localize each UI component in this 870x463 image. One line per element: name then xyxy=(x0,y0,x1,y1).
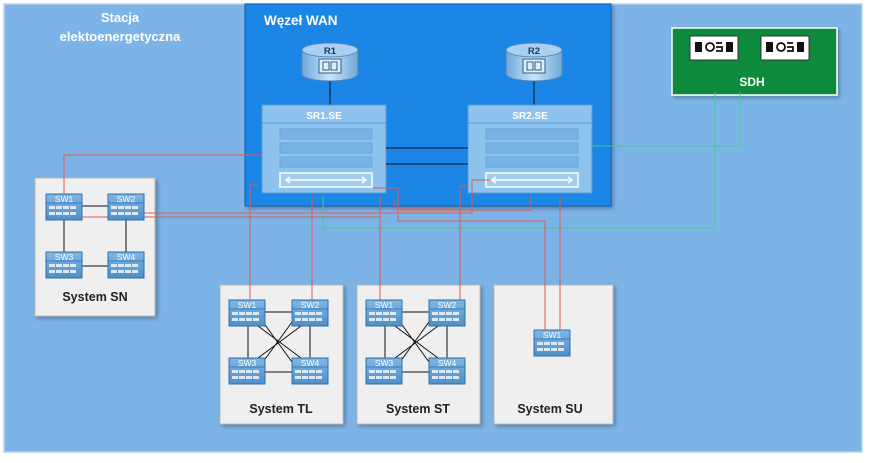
st-switch-sw4: SW4 xyxy=(428,357,466,385)
sn-switch-sw2: SW2 xyxy=(107,193,145,221)
svg-text:R2: R2 xyxy=(528,46,540,57)
svg-text:SW3: SW3 xyxy=(238,358,257,368)
wan-title: Węzeł WAN xyxy=(264,13,338,28)
tl-switch-sw2: SW2 xyxy=(291,299,329,327)
svg-text:SW1: SW1 xyxy=(543,330,562,340)
system-su-title: System SU xyxy=(517,402,582,416)
svg-text:SW1: SW1 xyxy=(55,194,74,204)
server-sr1: SR1.SE xyxy=(261,104,387,194)
st-switch-sw1: SW1 xyxy=(365,299,403,327)
svg-text:SW4: SW4 xyxy=(301,358,320,368)
router-r2: R2 xyxy=(505,42,563,82)
st-switch-sw3: SW3 xyxy=(365,357,403,385)
system-sn-title: System SN xyxy=(62,290,127,304)
tl-switch-sw4: SW4 xyxy=(291,357,329,385)
svg-text:SW4: SW4 xyxy=(438,358,457,368)
sdh-title: SDH xyxy=(739,75,764,89)
svg-text:R1: R1 xyxy=(324,46,337,57)
station-title-line1: Stacja xyxy=(101,10,140,25)
su-switch-sw1: SW1 xyxy=(533,329,571,357)
router-r1: R1 xyxy=(301,42,359,82)
svg-text:SW2: SW2 xyxy=(438,300,457,310)
sn-switch-sw4: SW4 xyxy=(107,251,145,279)
system-st-title: System ST xyxy=(386,402,450,416)
sn-switch-sw1: SW1 xyxy=(45,193,83,221)
server-sr2: SR2.SE xyxy=(467,104,593,194)
svg-text:SW1: SW1 xyxy=(238,300,257,310)
svg-text:SW2: SW2 xyxy=(117,194,136,204)
tl-switch-sw1: SW1 xyxy=(228,299,266,327)
st-switch-sw2: SW2 xyxy=(428,299,466,327)
svg-text:SW3: SW3 xyxy=(55,252,74,262)
svg-text:SW2: SW2 xyxy=(301,300,320,310)
sn-switch-sw3: SW3 xyxy=(45,251,83,279)
svg-text:SR1.SE: SR1.SE xyxy=(306,111,342,122)
station-title-line2: elektoenergetyczna xyxy=(60,29,181,44)
red-links xyxy=(63,154,561,330)
svg-text:SW3: SW3 xyxy=(375,358,394,368)
svg-text:SW4: SW4 xyxy=(117,252,136,262)
sdh-unit-2 xyxy=(760,35,810,61)
svg-text:SR2.SE: SR2.SE xyxy=(512,111,548,122)
system-tl-title: System TL xyxy=(249,402,313,416)
sdh-unit-1 xyxy=(689,35,739,61)
tl-switch-sw3: SW3 xyxy=(228,357,266,385)
green-links xyxy=(322,92,741,229)
svg-text:SW1: SW1 xyxy=(375,300,394,310)
